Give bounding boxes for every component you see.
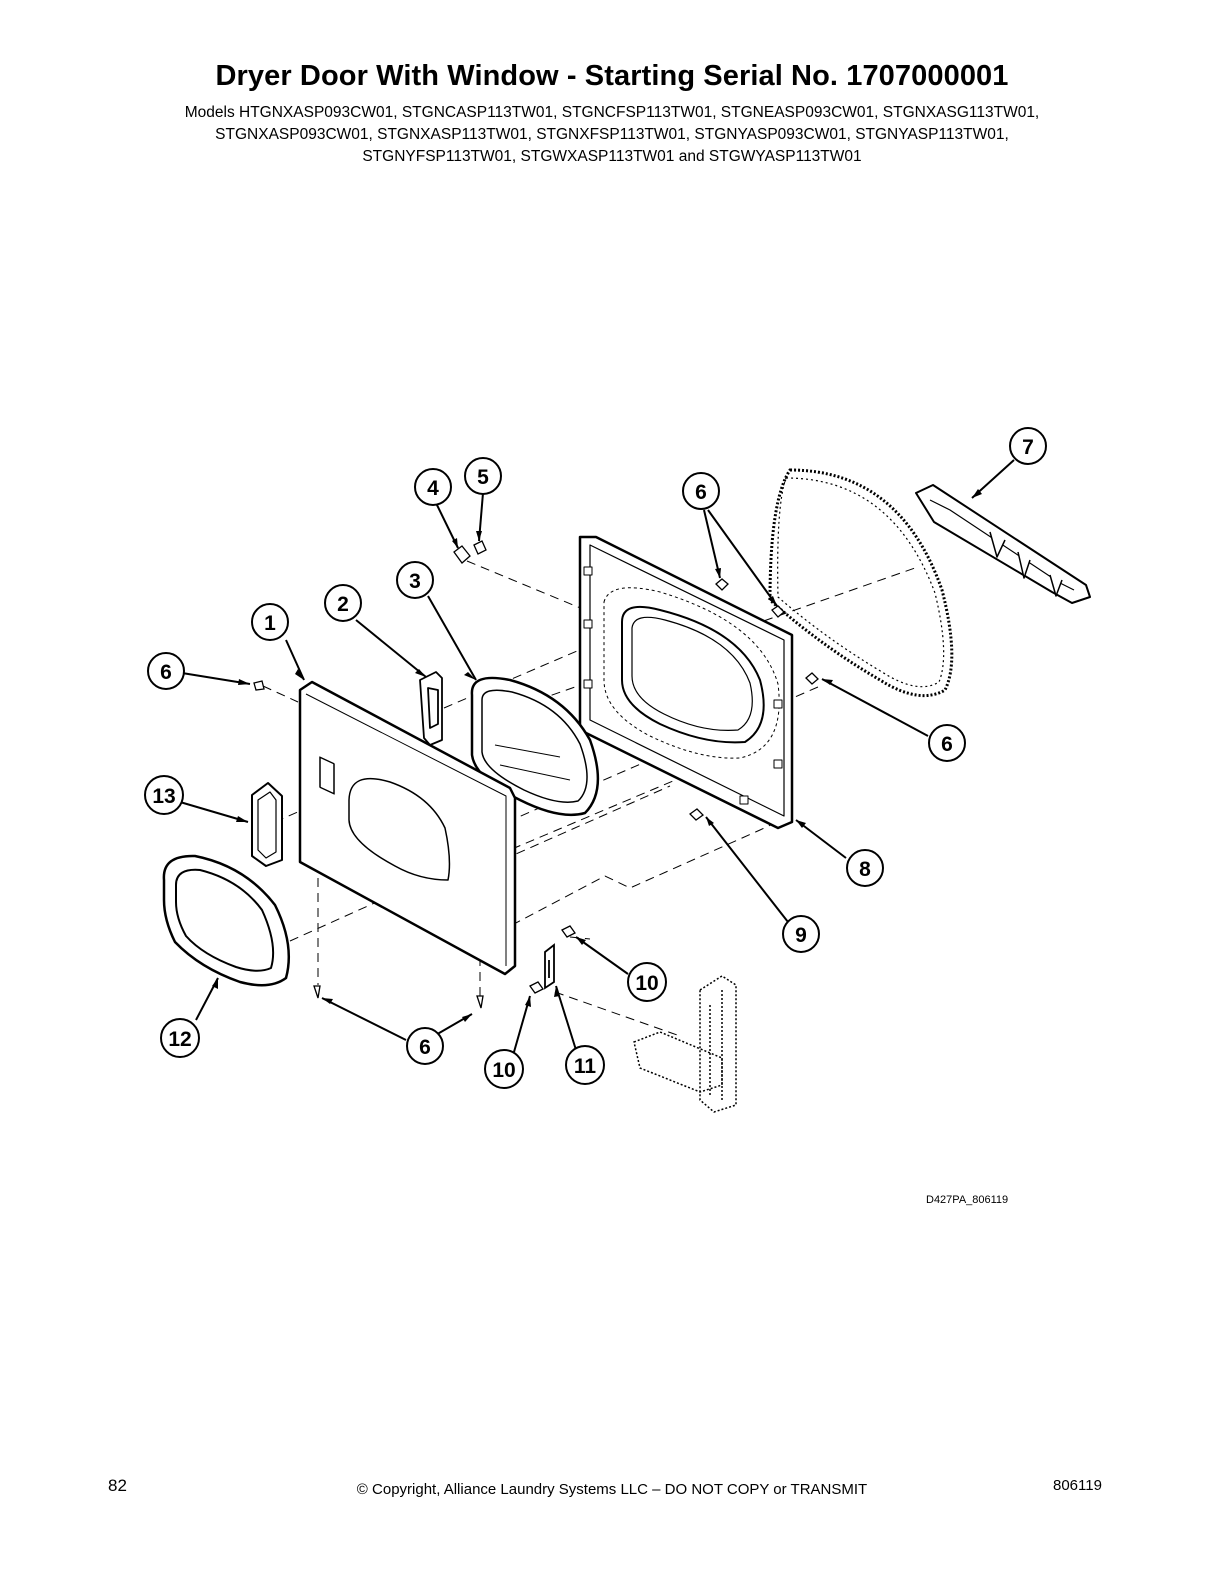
- models-list: Models HTGNXASP093CW01, STGNCASP113TW01,…: [60, 102, 1164, 168]
- callout-1-label: 1: [264, 612, 276, 635]
- callout-10-right: 10: [627, 962, 667, 1002]
- callout-4-label: 4: [427, 477, 439, 500]
- callout-5-label: 5: [477, 466, 489, 489]
- door-seal-part-7: [768, 468, 954, 698]
- callout-6-label: 6: [160, 661, 172, 684]
- callout-10-label: 10: [492, 1059, 515, 1082]
- hinge-part-11: [544, 943, 555, 990]
- callout-6-right: 6: [928, 724, 966, 762]
- leader-arrowheads: [212, 489, 982, 1022]
- callout-10-label: 10: [635, 972, 658, 995]
- copyright-notice: © Copyright, Alliance Laundry Systems LL…: [356, 1481, 868, 1498]
- callout-5: 5: [464, 457, 502, 495]
- window-frame-part-3: [470, 676, 600, 817]
- trim-ring-part-12: [162, 854, 291, 987]
- callout-7: 7: [1009, 427, 1047, 465]
- latch-part-2: [419, 671, 443, 746]
- callout-1: 1: [251, 603, 289, 641]
- callout-2-label: 2: [337, 593, 349, 616]
- callout-13: 13: [144, 775, 184, 815]
- page-title: Dryer Door With Window - Starting Serial…: [215, 60, 1009, 92]
- callout-13-label: 13: [152, 785, 175, 808]
- callout-9: 9: [782, 915, 820, 953]
- callout-12-label: 12: [168, 1028, 191, 1051]
- callout-6-left: 6: [147, 652, 185, 690]
- models-line-2: STGNXASP093CW01, STGNXASP113TW01, STGNXF…: [215, 126, 1009, 143]
- page-number: 82: [108, 1476, 127, 1495]
- models-line-1: Models HTGNXASP093CW01, STGNCASP113TW01,…: [184, 104, 1040, 121]
- callout-6-label: 6: [419, 1036, 431, 1059]
- document-number: 806119: [1053, 1477, 1102, 1494]
- inner-door-panel-part-8: [578, 535, 794, 830]
- callout-6-label: 6: [695, 481, 707, 504]
- outer-door-panel-part-1: [298, 680, 517, 976]
- callout-7-label: 7: [1022, 436, 1034, 459]
- callout-11-label: 11: [574, 1055, 597, 1078]
- callout-6-top: 6: [682, 472, 720, 510]
- callout-2: 2: [324, 584, 362, 622]
- callout-6-label: 6: [941, 733, 953, 756]
- callout-3: 3: [396, 561, 434, 599]
- callout-6-bottom: 6: [406, 1027, 444, 1065]
- callout-12: 12: [160, 1018, 200, 1058]
- diagram-code: D427PA_806119: [926, 1194, 1009, 1206]
- callout-8-label: 8: [859, 858, 871, 881]
- hinge-bracket: [633, 975, 737, 1113]
- door-handle-part-7: [915, 484, 1091, 604]
- fasteners: [253, 540, 819, 1009]
- callout-11: 11: [565, 1045, 605, 1085]
- callout-10-left: 10: [484, 1049, 524, 1089]
- callout-4: 4: [414, 468, 452, 506]
- callout-9-label: 9: [795, 924, 807, 947]
- models-line-3: STGNYFSP113TW01, STGWXASP113TW01 and STG…: [362, 148, 862, 165]
- callout-8: 8: [846, 849, 884, 887]
- callout-3-label: 3: [409, 570, 421, 593]
- bezel-part-13: [251, 782, 283, 867]
